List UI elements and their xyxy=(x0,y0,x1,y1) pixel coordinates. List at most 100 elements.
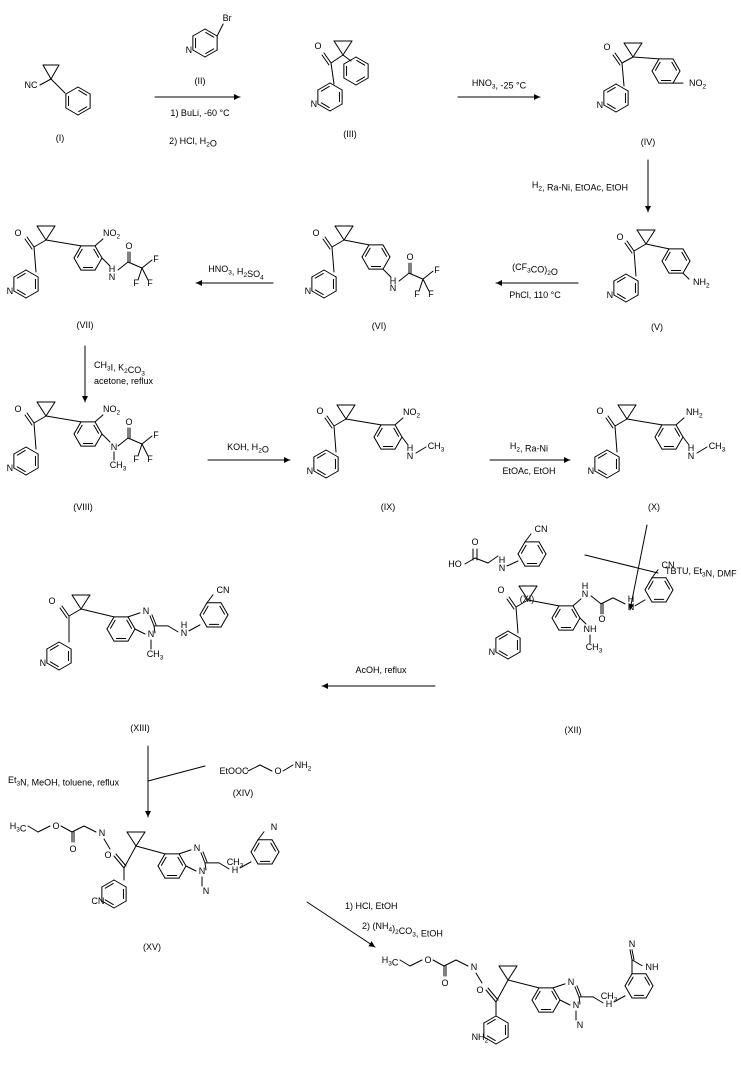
atom-label: F xyxy=(428,289,434,299)
ring-double-bond xyxy=(316,452,326,459)
bond xyxy=(137,267,143,281)
ring-bond xyxy=(645,973,654,987)
reaction-condition: TBTU, Et3N, DMF xyxy=(665,566,737,579)
bond xyxy=(71,825,85,833)
atom-label: O xyxy=(314,41,321,51)
arrow-head xyxy=(496,280,502,286)
atom-label: F xyxy=(414,289,420,299)
ring-bond xyxy=(651,58,660,72)
bond xyxy=(515,606,519,634)
ring-bond xyxy=(603,83,617,92)
atom-label: Br xyxy=(223,13,232,23)
bond xyxy=(631,959,643,967)
ring-bond xyxy=(192,49,206,58)
ring-double-bond xyxy=(356,59,366,66)
ring-bond xyxy=(507,651,521,660)
atom-label: F xyxy=(434,265,440,275)
bond xyxy=(37,825,51,833)
bond xyxy=(409,959,423,967)
atom-label: N xyxy=(577,1020,584,1030)
ring-bond xyxy=(654,436,663,450)
atom-label: O xyxy=(406,252,413,262)
ring-bond xyxy=(394,424,403,438)
bond xyxy=(345,418,382,426)
bond xyxy=(33,246,37,273)
ring-bond xyxy=(157,853,166,867)
bond xyxy=(24,414,33,426)
ring-bond xyxy=(46,662,60,671)
bond xyxy=(343,225,354,241)
atom-label: N xyxy=(568,977,575,987)
ring-bond xyxy=(329,103,343,112)
bond xyxy=(27,825,39,833)
ring-bond xyxy=(672,70,681,84)
bond xyxy=(518,585,529,601)
atom-label: NH2 xyxy=(686,407,703,420)
ring-bond xyxy=(624,973,633,987)
ring-bond xyxy=(73,245,82,259)
bond xyxy=(455,959,469,967)
ring-bond xyxy=(94,421,103,435)
compound-label: (VII) xyxy=(77,320,94,330)
ring-bond xyxy=(572,617,581,631)
ring-double-bond xyxy=(205,48,215,55)
bond xyxy=(178,849,192,855)
ring-double-bond xyxy=(654,61,661,71)
atom-label: NH2 xyxy=(472,1032,489,1045)
ring-double-bond xyxy=(16,449,26,456)
bond xyxy=(636,229,647,245)
bond xyxy=(487,987,499,1001)
compound-label: (X) xyxy=(648,502,660,512)
reaction-condition: KOH, H2O xyxy=(227,442,269,455)
ring-bond xyxy=(250,839,259,853)
atom-label: N xyxy=(186,45,193,55)
compound-label: (VI) xyxy=(372,321,387,331)
ring-bond xyxy=(13,467,27,476)
atom-label: NH2 xyxy=(295,760,312,773)
ring-double-bond xyxy=(76,424,83,434)
atom-label: O xyxy=(48,596,55,606)
ring-double-bond xyxy=(606,103,616,110)
bond xyxy=(394,417,404,426)
bond xyxy=(333,425,337,453)
ring-double-bond xyxy=(320,85,330,92)
bond xyxy=(257,831,265,841)
ring-bond xyxy=(517,553,526,567)
reaction-condition: AcOH, reflux xyxy=(355,665,407,675)
bond xyxy=(422,270,434,280)
ring-bond xyxy=(94,433,103,447)
bond xyxy=(101,257,111,267)
bond xyxy=(153,625,156,634)
bond xyxy=(151,614,157,626)
bond xyxy=(607,415,616,427)
atom-label: N xyxy=(688,451,695,461)
ring-double-bond xyxy=(78,89,88,96)
ring-bond xyxy=(538,541,547,555)
atom-label: NH xyxy=(646,962,659,972)
atom-label: N xyxy=(40,658,47,668)
bond xyxy=(631,949,635,961)
bond xyxy=(26,412,35,424)
arrow-head xyxy=(284,457,290,463)
bond xyxy=(103,838,111,850)
ring-bond xyxy=(538,553,547,567)
bond xyxy=(527,585,538,601)
ring-double-bond xyxy=(657,427,664,437)
bond xyxy=(113,855,125,869)
reaction-arrow-branch xyxy=(147,765,206,782)
ring-bond xyxy=(606,449,620,458)
bond xyxy=(50,78,66,94)
reaction-condition: Et3N, MeOH, toluene, reflux xyxy=(8,775,120,788)
bond xyxy=(80,608,115,618)
bond xyxy=(475,972,483,984)
ring-bond xyxy=(323,290,337,299)
atom-label: CH3 xyxy=(227,857,244,870)
atom-label: O xyxy=(616,232,623,242)
ring-bond xyxy=(355,77,369,86)
reaction-condition: 2) HCl, H2O xyxy=(169,136,217,149)
ring-bond xyxy=(323,269,337,278)
ring-double-bond xyxy=(219,605,226,615)
ring-bond xyxy=(204,49,218,58)
bond xyxy=(127,612,141,618)
bond xyxy=(36,225,47,241)
